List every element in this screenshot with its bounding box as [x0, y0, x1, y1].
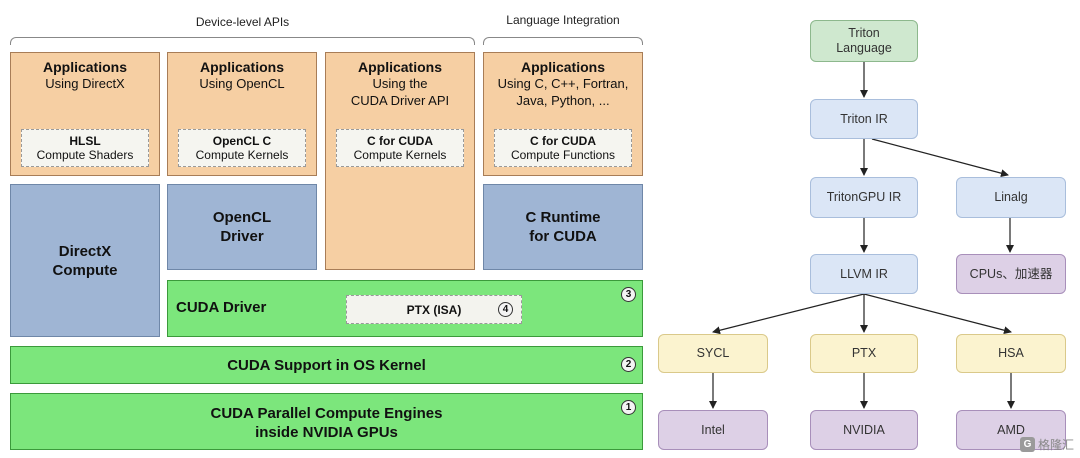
ptx-isa-box: PTX (ISA) 4 — [346, 295, 522, 324]
app-box-directx: Applications Using DirectX HLSL Compute … — [10, 52, 160, 176]
watermark-text: 格隆汇 — [1037, 438, 1074, 452]
compute-engines-label: CUDA Parallel Compute Engines inside NVI… — [210, 405, 443, 441]
kernel-box-c-for-cuda-functions: C for CUDA Compute Functions — [494, 129, 632, 167]
cuda-driver-label: CUDA Driver — [176, 299, 267, 316]
app-title: Applications — [42, 59, 127, 75]
watermark: G 格隆汇 — [1019, 436, 1074, 453]
kernel-language: C for CUDA — [530, 133, 596, 148]
kernel-box-c-for-cuda: C for CUDA Compute Kernels — [336, 129, 464, 167]
kernel-language: HLSL — [69, 133, 101, 148]
app-title: Applications — [520, 59, 605, 75]
header-device-level-apis: Device-level APIs — [195, 15, 290, 29]
arrow-llvm-to-hsa — [863, 293, 1012, 335]
app-subtitle: Using the CUDA Driver API — [350, 76, 450, 108]
brace-language — [483, 37, 643, 45]
app-box-language-integration: Applications Using C, C++, Fortran, Java… — [483, 52, 643, 176]
node-triton-language: Triton Language — [810, 20, 918, 62]
node-linalg: Linalg — [956, 177, 1066, 218]
opencl-driver-box: OpenCL Driver — [167, 184, 317, 270]
app-box-cuda-driver-api: Applications Using the CUDA Driver API C… — [325, 52, 475, 270]
kernel-type: Compute Shaders — [36, 147, 134, 162]
brace-device-level — [10, 37, 475, 45]
number-badge-4: 4 — [498, 302, 513, 317]
number-badge-3: 3 — [621, 287, 636, 302]
kernel-type: Compute Kernels — [195, 147, 289, 162]
arrow-llvm-to-sycl — [712, 293, 865, 335]
node-hsa: HSA — [956, 334, 1066, 373]
kernel-language: OpenCL C — [212, 133, 272, 148]
app-title: Applications — [199, 59, 284, 75]
node-cpus-accelerators: CPUs、加速器 — [956, 254, 1066, 294]
header-language-integration: Language Integration — [506, 13, 620, 27]
node-ptx: PTX — [810, 334, 918, 373]
kernel-type: Compute Kernels — [353, 147, 447, 162]
cuda-driver-layer: CUDA Driver PTX (ISA) 4 3 — [167, 280, 643, 337]
c-runtime-for-cuda-box: C Runtime for CUDA — [483, 184, 643, 270]
app-subtitle: Using C, C++, Fortran, Java, Python, ... — [497, 76, 629, 108]
directx-compute-box: DirectX Compute — [10, 184, 160, 337]
app-box-opencl: Applications Using OpenCL OpenCL C Compu… — [167, 52, 317, 176]
compute-engines-layer: CUDA Parallel Compute Engines inside NVI… — [10, 393, 643, 450]
app-subtitle: Using OpenCL — [199, 76, 285, 91]
kernel-language: C for CUDA — [367, 133, 433, 148]
number-badge-1: 1 — [621, 400, 636, 415]
kernel-box-hlsl: HLSL Compute Shaders — [21, 129, 149, 167]
arrow-ir-to-linalg — [871, 138, 1009, 178]
node-llvm-ir: LLVM IR — [810, 254, 918, 294]
node-triton-ir: Triton IR — [810, 99, 918, 139]
node-sycl: SYCL — [658, 334, 768, 373]
node-tritongpu-ir: TritonGPU IR — [810, 177, 918, 218]
app-subtitle: Using DirectX — [45, 76, 125, 91]
os-kernel-layer: CUDA Support in OS Kernel 2 — [10, 346, 643, 384]
node-amd: AMD — [956, 410, 1066, 450]
node-intel: Intel — [658, 410, 768, 450]
app-title: Applications — [357, 59, 442, 75]
watermark-logo-icon: G — [1019, 437, 1035, 452]
ptx-isa-label: PTX (ISA) — [406, 302, 462, 317]
os-kernel-label: CUDA Support in OS Kernel — [227, 357, 426, 374]
kernel-box-opencl-c: OpenCL C Compute Kernels — [178, 129, 306, 167]
number-badge-2: 2 — [621, 357, 636, 372]
node-nvidia: NVIDIA — [810, 410, 918, 450]
kernel-type: Compute Functions — [510, 147, 616, 162]
